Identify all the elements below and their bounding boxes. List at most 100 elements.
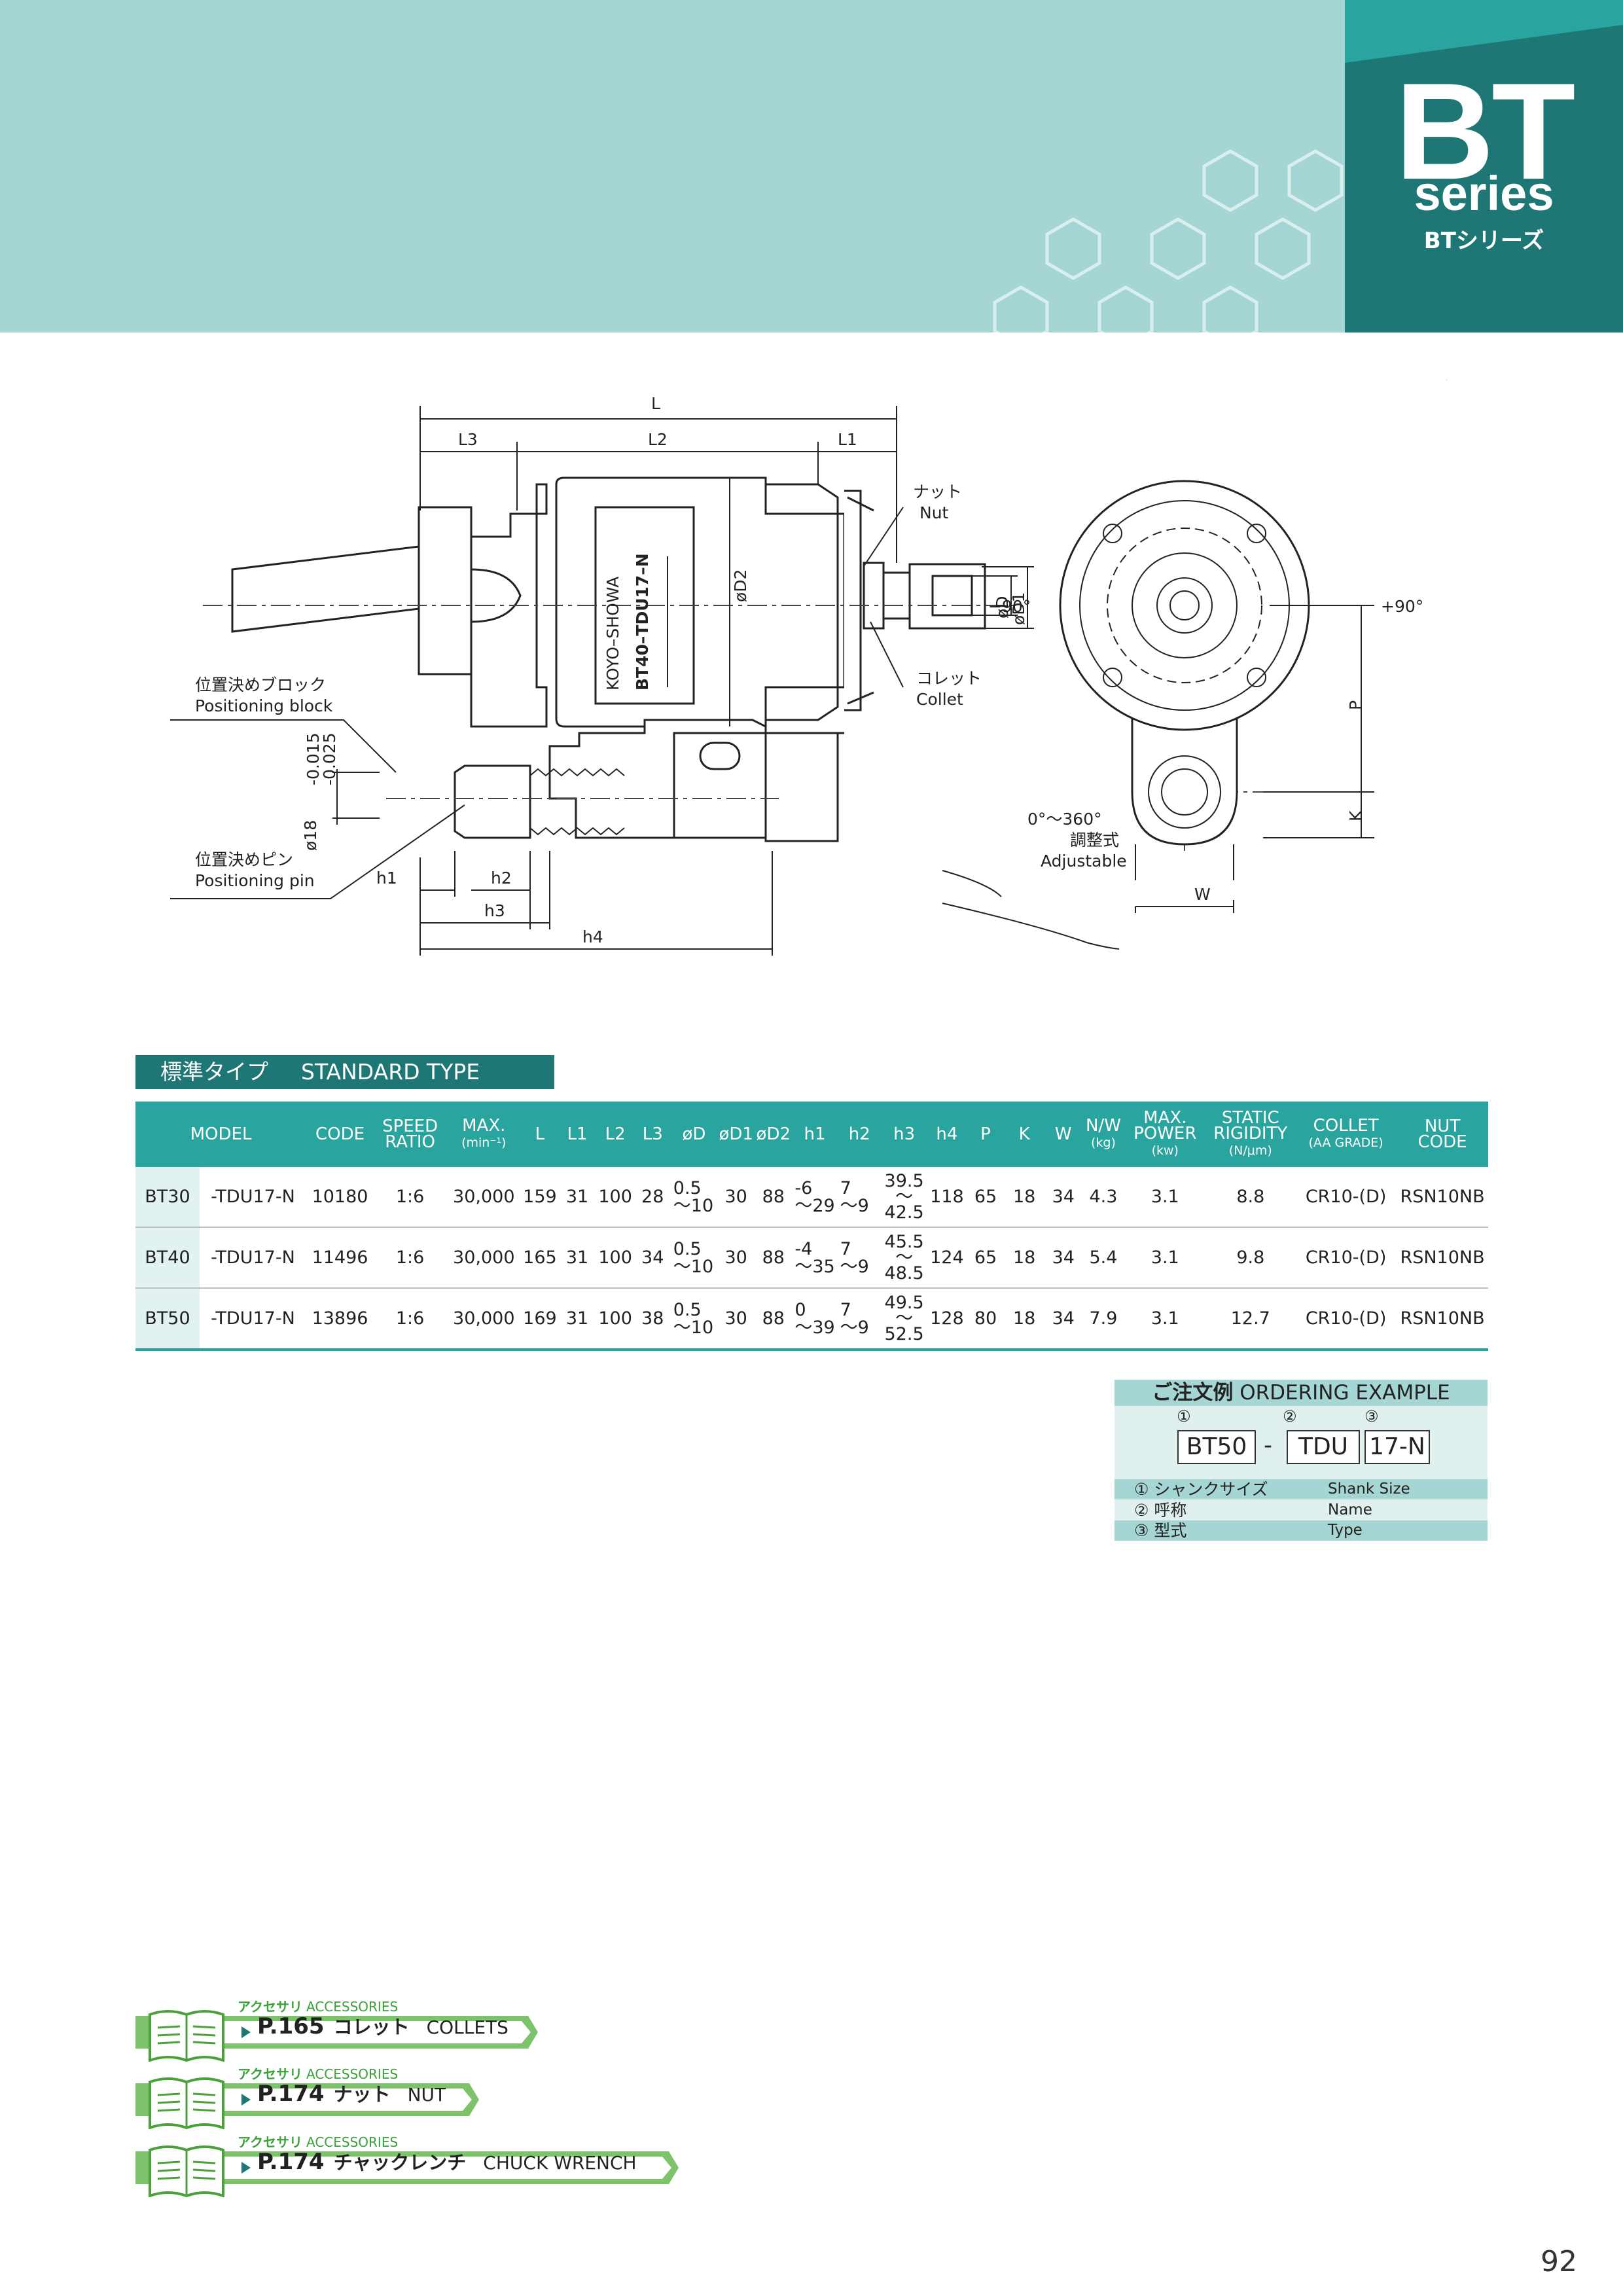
th-collet: COLLET(AA GRADE) [1295,1102,1397,1167]
cell-max: 30,000 [446,1288,522,1351]
series-tab [1345,0,1623,332]
cell-ratio: 1:6 [374,1288,447,1351]
ordering-value: Name [1328,1501,1372,1518]
cell-D1: 30 [717,1288,755,1351]
page-number: 92 [1541,2245,1577,2278]
cell-nut: RSN10NB [1397,1167,1488,1228]
cell-code: 13896 [306,1288,374,1351]
cell-h4: 118 [927,1167,967,1228]
accessory-banner [135,2010,538,2062]
cell-L1: 31 [558,1288,596,1351]
cell-nut: RSN10NB [1397,1227,1488,1289]
cell-max: 30,000 [446,1227,522,1289]
cell-L1: 31 [558,1167,596,1228]
th-L: L [521,1102,559,1167]
cell-power: 3.1 [1124,1227,1206,1289]
cell-h2: 7〜9 [837,1227,882,1289]
cell-P: 65 [967,1227,1005,1289]
dim-D: øD [993,596,1012,619]
cell-h4: 124 [927,1227,967,1289]
cell-nw: 7.9 [1082,1288,1125,1351]
cell-L: 159 [521,1167,559,1228]
ordering-title-en: ORDERING EXAMPLE [1240,1381,1450,1405]
series-title: BT [1395,54,1576,208]
cell-nw: 4.3 [1082,1167,1125,1228]
collet-label-jp: コレット [916,669,982,688]
cell-h4: 128 [927,1288,967,1351]
body-model-text: BT40–TDU17–N [633,553,652,691]
ordering-key: ③ 型式 [1134,1521,1187,1540]
adjustable-label-jp: 調整式 [1070,831,1119,850]
pos-block-label-jp: 位置決めブロック [195,675,326,694]
ordering-marker-3: ③ [1364,1407,1379,1426]
book-icon [149,2077,224,2129]
th-K: K [1004,1102,1044,1167]
th-nw: N/W(kg) [1082,1102,1125,1167]
body-brand-text: KOYO–SHOWA [603,577,622,691]
th-L3: L3 [634,1102,671,1167]
cell-L3: 38 [634,1288,671,1351]
th-max: MAX.(min⁻¹) [446,1102,522,1167]
cell-D1: 30 [717,1227,755,1289]
cell-code: 10180 [306,1167,374,1228]
cell-L1: 31 [558,1227,596,1289]
cell-collet: CR10-(D) [1295,1227,1397,1289]
th-h4: h4 [927,1102,967,1167]
cell-h3: 49.5〜52.5 [881,1288,927,1351]
cell-W: 34 [1044,1227,1082,1289]
dim-P: P [1346,700,1365,710]
th-model: MODEL [135,1102,307,1167]
cell-model: -TDU17-N [199,1167,307,1228]
cell-nw: 5.4 [1082,1227,1125,1289]
dim-L1: L1 [838,430,857,449]
cell-L: 169 [521,1288,559,1351]
nut-label-jp: ナット [913,482,962,501]
accessory-banner [135,2145,679,2197]
cell-h3: 45.5〜48.5 [881,1227,927,1289]
th-code: CODE [306,1102,374,1167]
angle-minus90: −90° [988,597,1031,616]
cell-h2: 7〜9 [837,1288,882,1351]
pos-pin-label-en: Positioning pin [195,871,315,890]
dim-W: W [1194,885,1211,904]
cell-D: 0.5〜10 [670,1167,718,1228]
cell-K: 18 [1004,1227,1044,1289]
cell-D2: 88 [755,1167,793,1228]
th-L1: L1 [558,1102,596,1167]
cell-h1: -4〜35 [792,1227,838,1289]
ordering-separator: - [1264,1432,1272,1459]
ordering-marker-2: ② [1283,1407,1297,1426]
cell-ratio: 1:6 [374,1227,447,1289]
dim-h4: h4 [582,927,603,946]
ordering-code-area: ① ② ③ BT50 - TDU 17-N [1115,1406,1488,1479]
pin-dia: ø18 [301,820,320,851]
dim-L: L [651,394,660,413]
dim-h2: h2 [491,869,512,888]
table-row: BT30 -TDU17-N 10180 1:6 30,000 159 31 10… [135,1167,1488,1228]
pin-tol-top: -0.015 [304,732,323,785]
cell-rigidity: 8.8 [1205,1167,1296,1228]
cell-D1: 30 [717,1167,755,1228]
hexagon-pattern [993,149,1344,348]
ordering-title: ご注文例 ORDERING EXAMPLE [1115,1380,1488,1406]
cell-D: 0.5〜10 [670,1288,718,1351]
cell-D2: 88 [755,1288,793,1351]
th-P: P [967,1102,1005,1167]
book-icon [149,2145,224,2197]
cell-h1: -6〜29 [792,1167,838,1228]
cell-series: BT50 [135,1288,200,1351]
arrow-right-icon [241,2162,251,2174]
adjustable-label-en: Adjustable [1041,852,1127,870]
